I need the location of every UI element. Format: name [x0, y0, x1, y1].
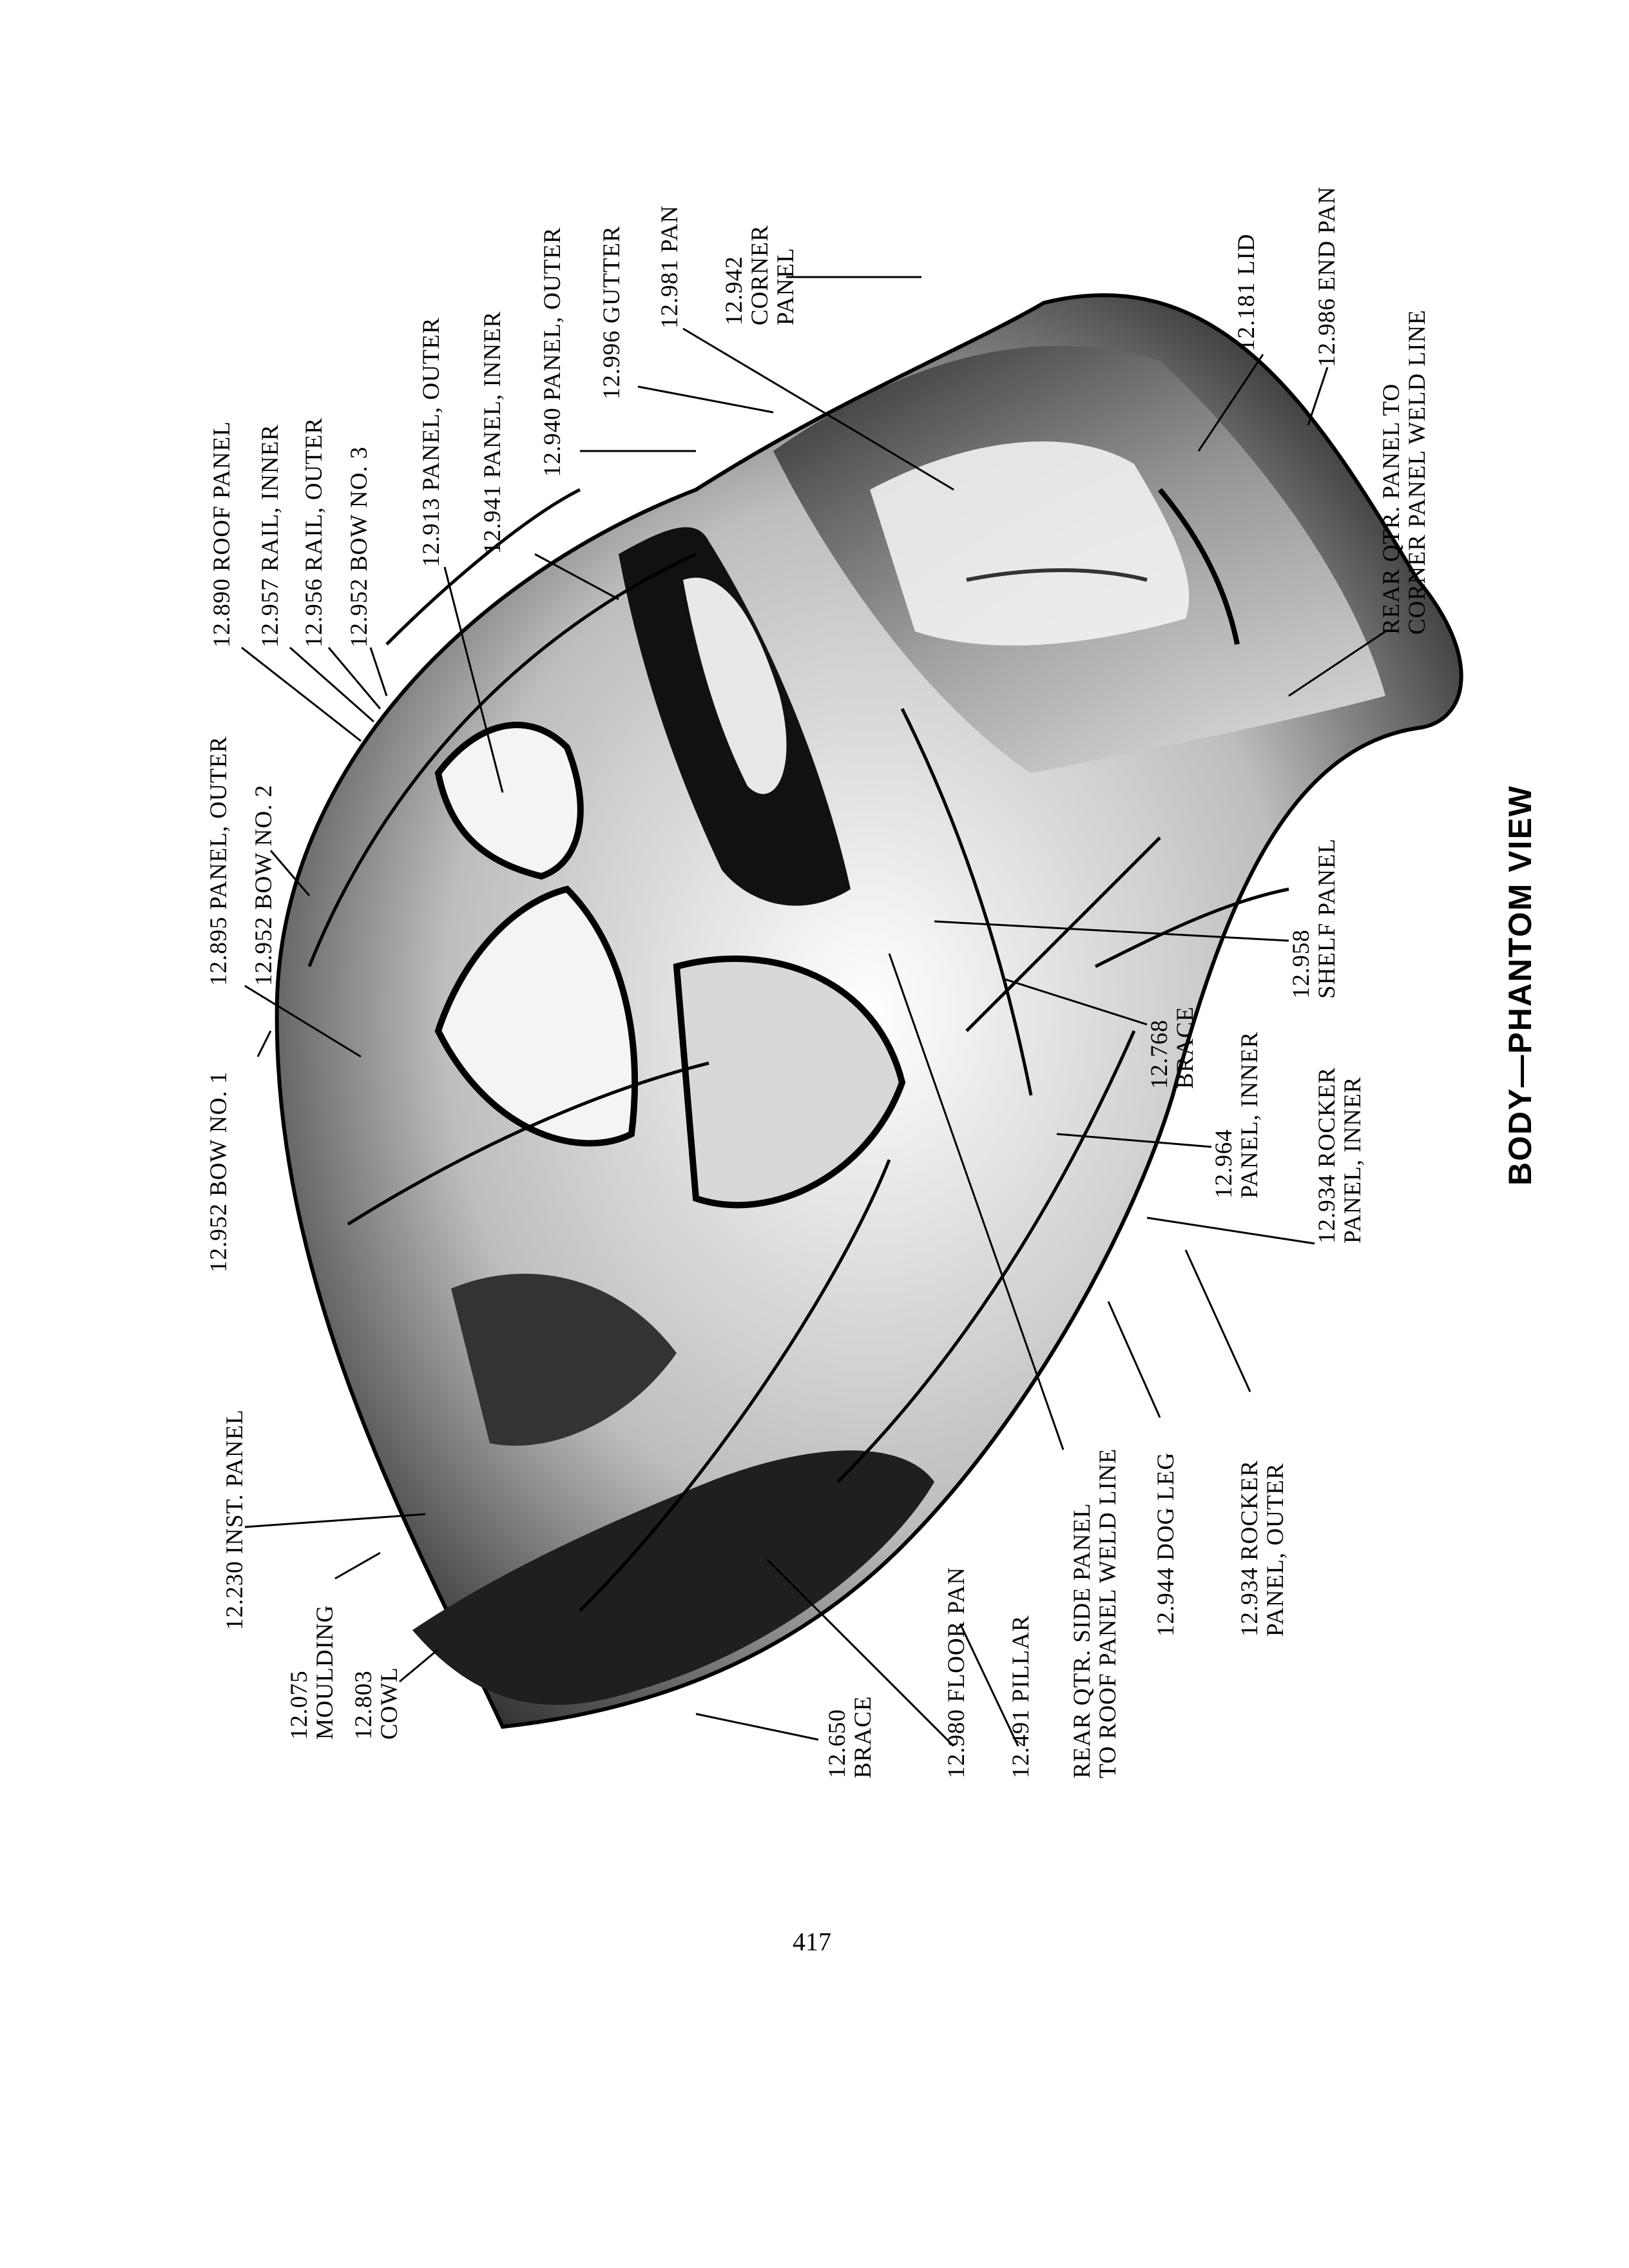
- label-rear-qtr-roof: REAR QTR. SIDE PANEL TO ROOF PANEL WELD …: [1069, 1448, 1121, 1778]
- label-bow-3: 12.952 BOW NO. 3: [346, 446, 372, 648]
- label-pan-981: 12.981 PAN: [657, 205, 683, 329]
- label-panel-inner-941: 12.941 PANEL, INNER: [479, 311, 506, 554]
- frame-lines: [307, 488, 1289, 1612]
- label-roof-panel: 12.890 ROOF PANEL: [209, 421, 235, 648]
- label-brace-768: 12.768 BRACE: [1146, 1006, 1199, 1089]
- label-bow-2: 12.952 BOW NO. 2: [251, 784, 277, 986]
- label-inst-panel: 12.230 INST. PANEL: [222, 1409, 248, 1630]
- label-dog-leg: 12.944 DOG LEG: [1153, 1452, 1179, 1637]
- leader-lines: [241, 276, 1386, 1747]
- label-bow-1: 12.952 BOW NO. 1: [206, 1071, 232, 1273]
- label-rocker-outer: 12.934 ROCKER PANEL, OUTER: [1237, 1459, 1289, 1637]
- label-rocker-inner: 12.934 ROCKER PANEL, INNER: [1314, 1066, 1366, 1244]
- label-cowl: 12.803 COWL: [351, 1667, 403, 1740]
- floor-pan-shape: [412, 1273, 934, 1706]
- label-lid: 12.181 LID: [1233, 233, 1260, 351]
- page-number: 417: [793, 1927, 831, 1956]
- label-panel-inner-964: 12.964 PANEL, INNER: [1211, 1031, 1263, 1198]
- label-gutter: 12.996 GUTTER: [599, 226, 625, 399]
- label-shelf-panel: 12.958 SHELF PANEL: [1288, 838, 1340, 999]
- label-moulding: 12.075 MOULDING: [286, 1604, 338, 1740]
- diagram-title: BODY—PHANTOM VIEW: [1502, 785, 1538, 1186]
- door-openings: [434, 722, 906, 1209]
- label-rail-inner: 12.957 RAIL, INNER: [257, 424, 284, 648]
- label-panel-outer-940: 12.940 PANEL, OUTER: [539, 227, 566, 477]
- label-corner-panel: 12.942 CORNER PANEL: [721, 224, 799, 325]
- label-end-pan: 12.986 END PAN: [1314, 186, 1340, 367]
- label-pillar: 12.491 PILLAR: [1008, 1615, 1034, 1779]
- rear-window-shape: [619, 527, 851, 906]
- label-panel-outer-913: 12.913 PANEL, OUTER: [418, 317, 445, 567]
- label-brace-650: 12.650 BRACE: [824, 1695, 876, 1778]
- label-panel-outer-895: 12.895 PANEL, OUTER: [206, 736, 232, 986]
- trunk-area: [773, 345, 1385, 773]
- label-rear-qtr-corner: REAR QTR. PANEL TO CORNER PANEL WELD LIN…: [1378, 309, 1431, 635]
- label-floor-pan: 12.980 FLOOR PAN: [943, 1566, 970, 1778]
- label-rail-outer: 12.956 RAIL, OUTER: [301, 417, 327, 648]
